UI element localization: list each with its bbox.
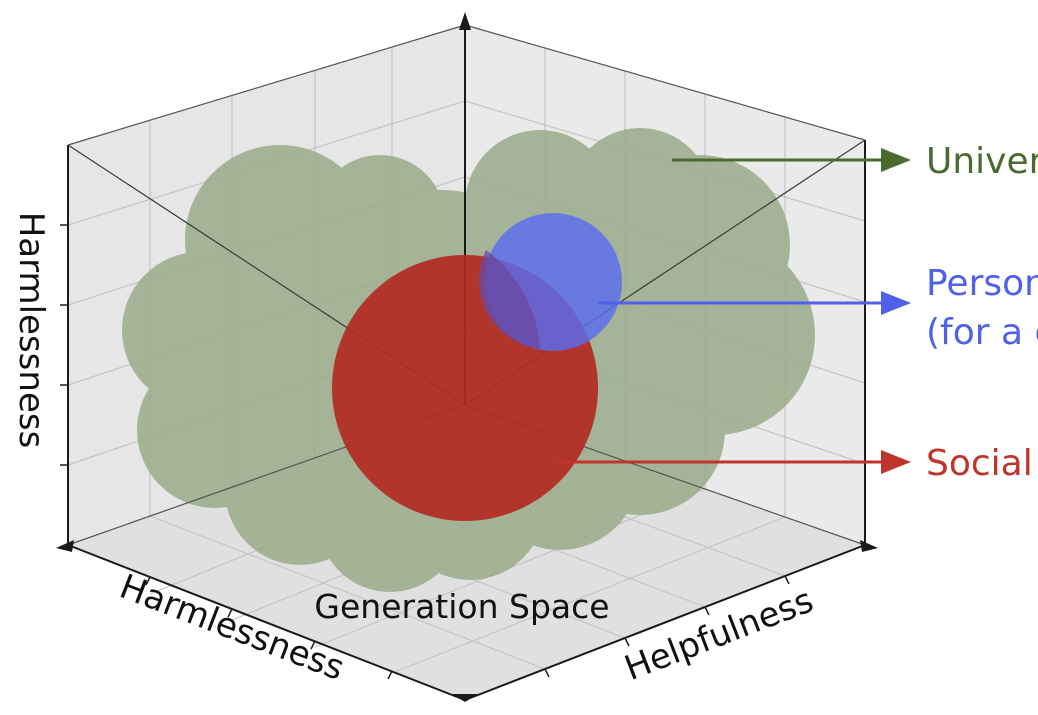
generation-space-label: Generation Space bbox=[314, 587, 609, 626]
vertical-axis-label: Harmlessness bbox=[11, 212, 51, 449]
box-edges bbox=[67, 15, 866, 701]
social-label: Social bbox=[926, 443, 1033, 484]
axis-arrowheads bbox=[56, 12, 878, 702]
personal-label-line1: Person bbox=[926, 263, 1038, 304]
vertical-axis-ticks bbox=[60, 224, 68, 466]
universal-label: Univer bbox=[926, 141, 1038, 182]
personal-label-line2: (for a c bbox=[926, 312, 1038, 353]
floor-axis-ticks bbox=[145, 575, 790, 680]
sphere-overlap bbox=[478, 250, 540, 349]
